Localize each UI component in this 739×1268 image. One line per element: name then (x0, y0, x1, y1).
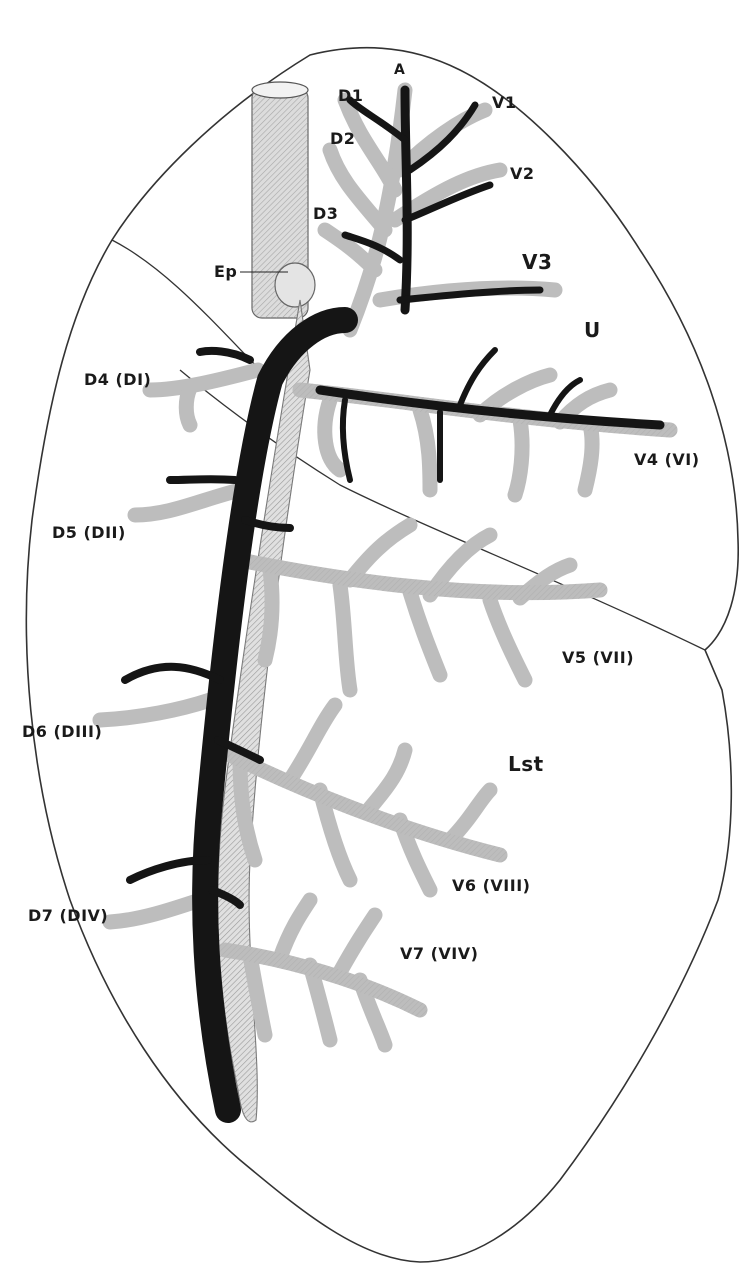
eparterial-bronchus-bud (275, 263, 315, 307)
label-d2: D2 (330, 129, 355, 148)
label-v5: V5 (VII) (562, 648, 634, 667)
label-d3: D3 (313, 204, 338, 223)
bronchial-branches (100, 90, 670, 1045)
label-d6: D6 (DIII) (22, 722, 102, 741)
label-v2: V2 (510, 164, 535, 183)
label-d1: D1 (338, 86, 363, 105)
label-u: U (584, 318, 601, 342)
label-v1: V1 (492, 93, 517, 112)
label-a: A (394, 62, 405, 78)
label-lst: Lst (508, 752, 544, 776)
label-d7: D7 (DIV) (28, 906, 108, 925)
label-ep: Ep (214, 262, 237, 281)
label-v7: V7 (VIV) (400, 944, 478, 963)
label-d5: D5 (DII) (52, 523, 126, 542)
label-v3: V3 (522, 250, 552, 274)
pulmonary-artery (125, 90, 660, 1110)
label-d4: D4 (DI) (84, 370, 151, 389)
label-v6: V6 (VIII) (452, 876, 530, 895)
label-v4: V4 (VI) (634, 450, 700, 469)
